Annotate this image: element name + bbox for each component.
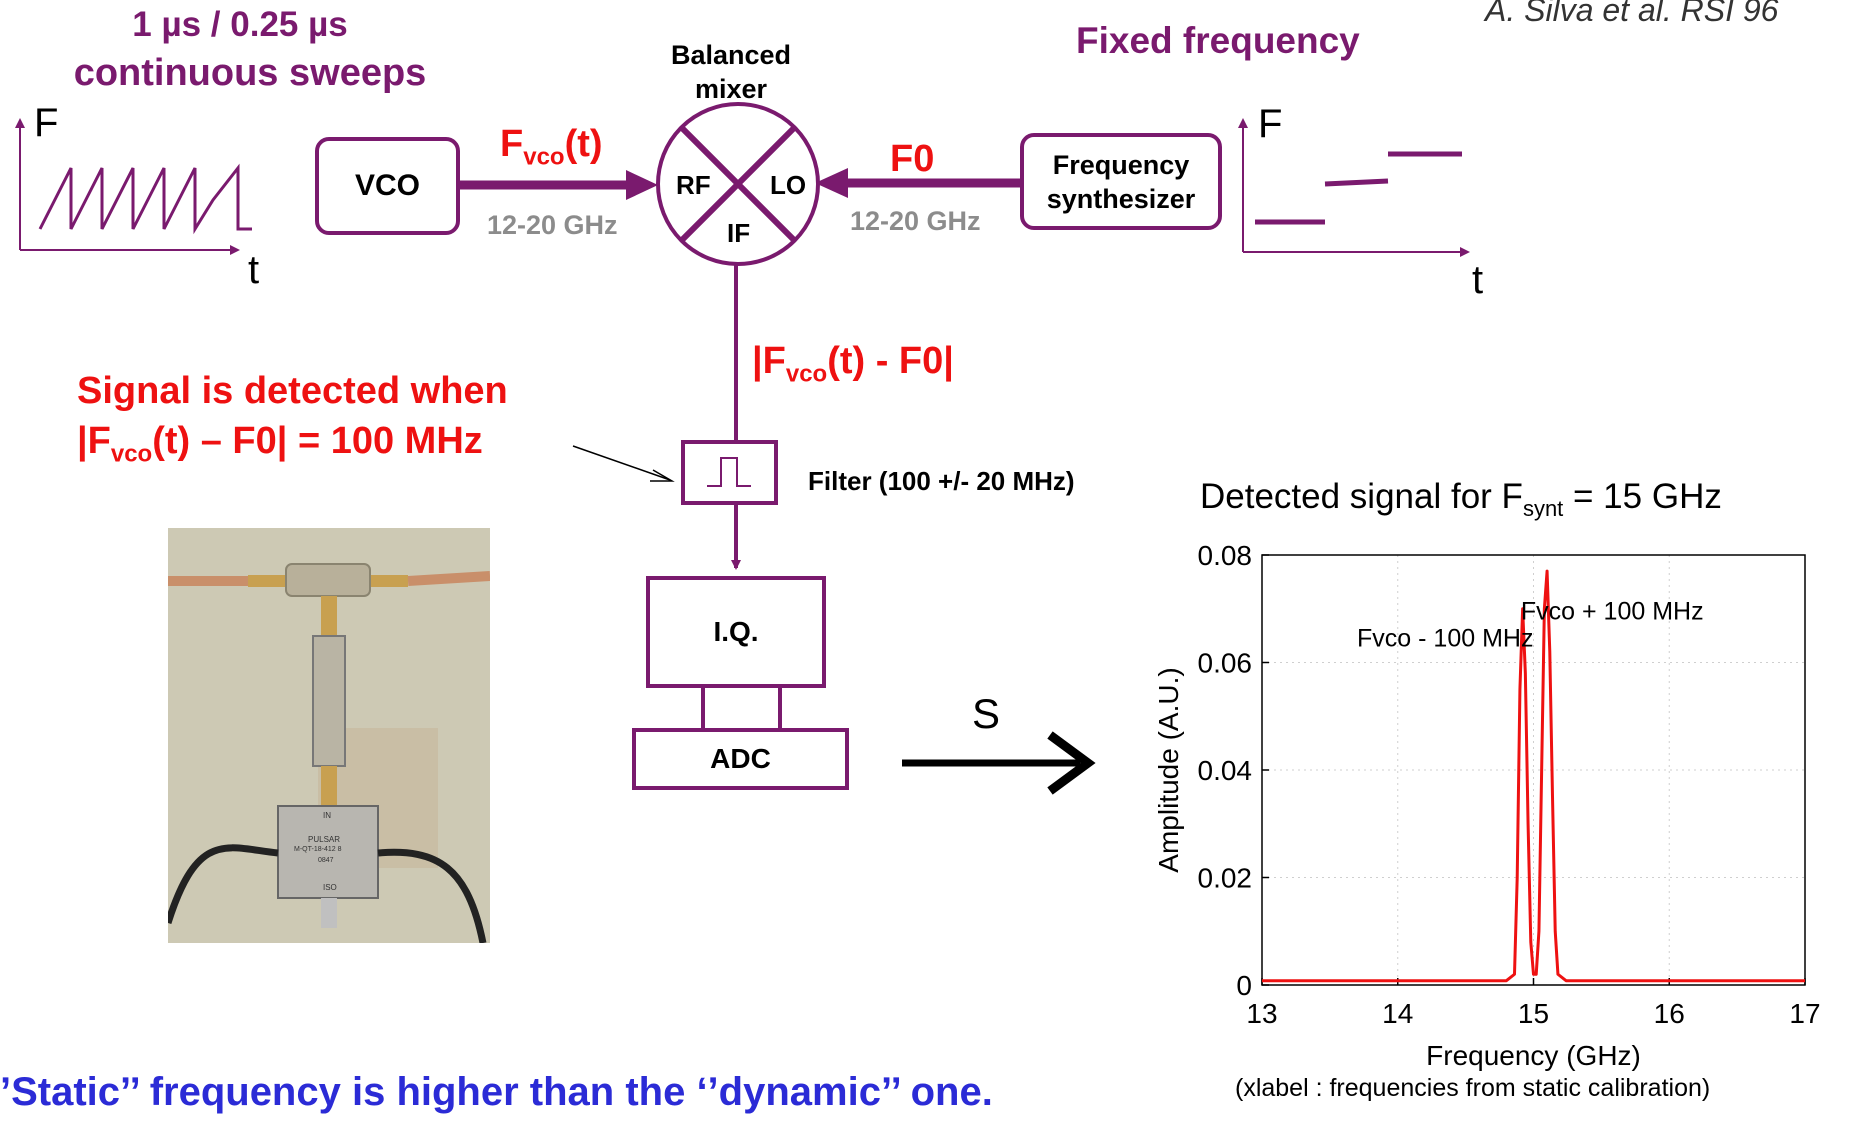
- synthesizer-block: Frequency synthesizer: [1020, 133, 1222, 230]
- chart-annotation: Fvco - 100 MHz: [1357, 624, 1533, 652]
- x-axis-label: Frequency (GHz): [1426, 1040, 1641, 1071]
- s-arrow-head: [1047, 731, 1096, 795]
- chart-title: Detected signal for Fsynt = 15 GHz: [1200, 477, 1722, 521]
- sweep-title-line1: 1 µs / 0.25 µs: [132, 5, 348, 44]
- x-tick-label: 15: [1518, 998, 1549, 1029]
- photo-label-brand: PULSAR: [308, 835, 341, 844]
- filter-block: [681, 440, 778, 505]
- fixed-title: Fixed frequency: [1076, 20, 1360, 61]
- adc-block: ADC: [632, 728, 849, 790]
- x-tick-label: 13: [1246, 998, 1277, 1029]
- y-axis-label: Amplitude (A.U.): [1153, 667, 1184, 872]
- fixed-f-label: F: [1258, 102, 1283, 146]
- photo-label-num: 0847: [318, 857, 334, 864]
- sweep-t-label: t: [248, 248, 260, 292]
- sweep-title-line2: continuous sweeps: [73, 52, 427, 94]
- vco-to-mixer-arrowhead: [626, 170, 658, 200]
- chart-caption: (xlabel : frequencies from static calibr…: [1235, 1074, 1711, 1102]
- f0-band: 12-20 GHz: [850, 206, 981, 236]
- y-tick-label: 0.02: [1198, 863, 1253, 894]
- mixer-label-line1: Balanced: [670, 40, 792, 70]
- y-tick-label: 0.06: [1198, 648, 1253, 679]
- x-tick-label: 14: [1382, 998, 1413, 1029]
- note-pointer-line: [572, 445, 671, 481]
- synth-label-line1: Frequency: [1052, 149, 1190, 180]
- hardware-photo: IN PULSAR M-QT-18-412 8 0847 ISO: [168, 528, 490, 943]
- if-signal-label: |Fvco(t) - F0|: [752, 340, 954, 388]
- mixer-label-line2: mixer: [694, 74, 768, 104]
- mixer-port-if: IF: [727, 218, 751, 248]
- hardware-photo-illustration: [168, 528, 490, 943]
- fixed-freq-plot: [1238, 118, 1470, 257]
- y-tick-label: 0: [1236, 970, 1252, 1001]
- step-2: [1324, 178, 1389, 187]
- fixed-t-label: t: [1472, 258, 1484, 302]
- detection-note-line2: |Fvco(t) – F0| = 100 MHz: [77, 420, 483, 468]
- sawtooth-trace: [38, 163, 252, 235]
- vco-block: VCO: [315, 137, 460, 235]
- iq-block: I.Q.: [646, 576, 826, 688]
- mixer-label: Balanced mixer: [640, 38, 822, 106]
- fvco-band: 12-20 GHz: [487, 210, 618, 240]
- mixer-port-rf: RF: [676, 170, 711, 200]
- sweep-plot: [15, 118, 252, 255]
- sweep-f-label: F: [34, 101, 59, 145]
- filter-label: Filter (100 +/- 20 MHz): [808, 466, 1075, 496]
- photo-label-iso: ISO: [323, 883, 337, 892]
- photo-label-model: M-QT-18-412 8: [294, 846, 342, 853]
- y-tick-label: 0.04: [1198, 755, 1253, 786]
- detection-note-line1: Signal is detected when: [77, 370, 508, 412]
- fvco-label: Fvco(t): [500, 123, 603, 171]
- x-tick-label: 16: [1654, 998, 1685, 1029]
- y-tick-label: 0.08: [1198, 540, 1253, 571]
- s-label: S: [972, 690, 1001, 737]
- chart-annotation: Fvco + 100 MHz: [1521, 598, 1704, 626]
- f0-label: F0: [890, 138, 935, 180]
- bottom-note: ’Static’’ frequency is higher than the ‘…: [0, 1070, 993, 1114]
- citation: A. Silva et al. RSI 96: [1485, 0, 1779, 28]
- synth-to-mixer-arrowhead: [815, 168, 848, 198]
- bandpass-icon: [707, 457, 751, 487]
- mixer-port-lo: LO: [770, 170, 807, 200]
- photo-label-in: IN: [323, 811, 331, 820]
- synth-label-line2: synthesizer: [1046, 183, 1196, 214]
- x-tick-label: 17: [1789, 998, 1820, 1029]
- signal-series-line: [1262, 569, 1805, 983]
- note-pointer-head: [650, 469, 675, 482]
